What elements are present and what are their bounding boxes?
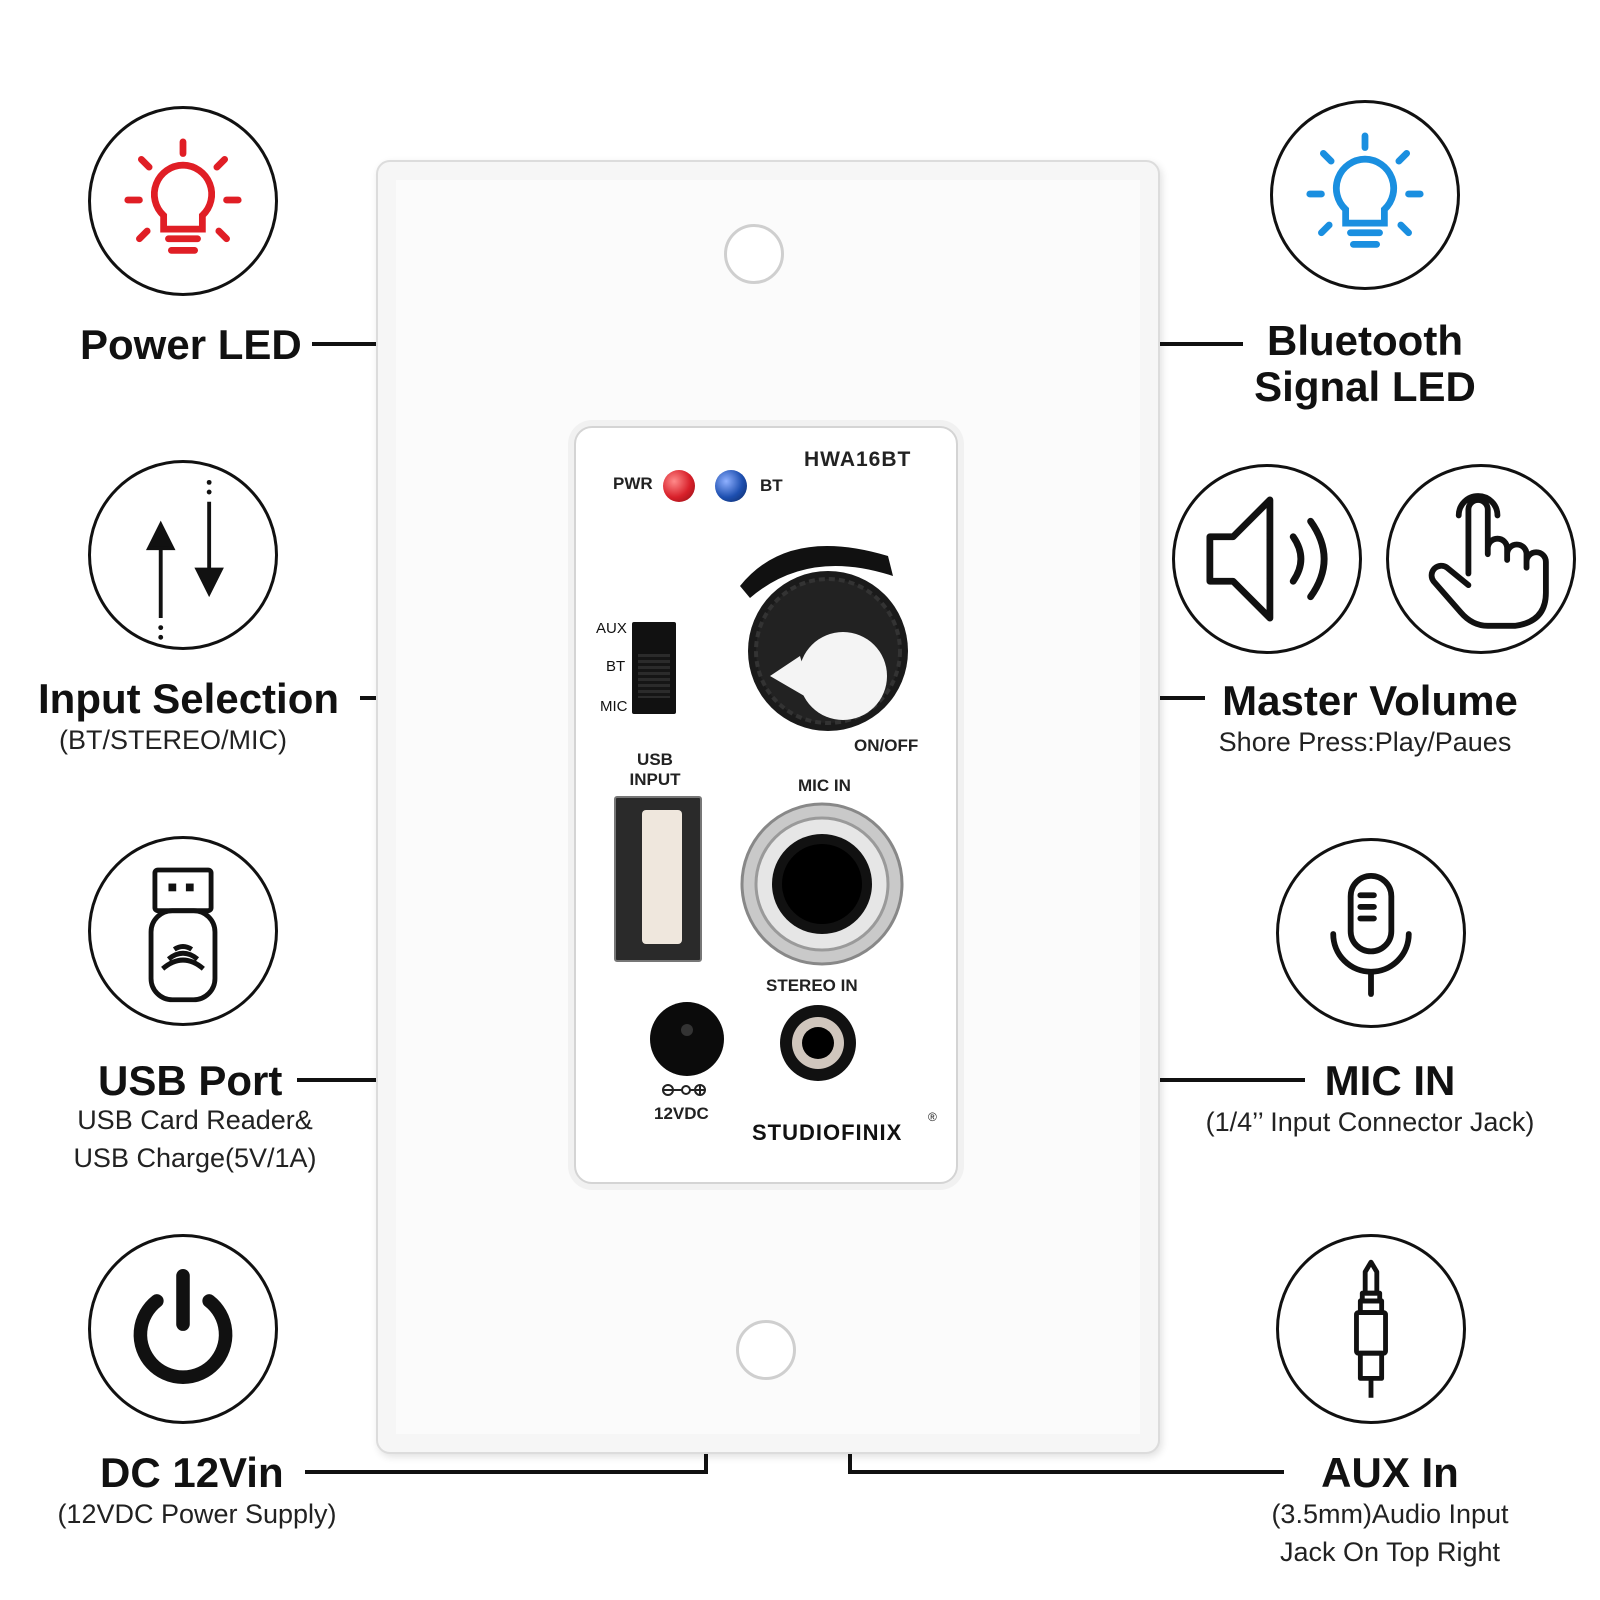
dc-in-title: DC 12Vin <box>100 1449 284 1496</box>
stereo-in-jack[interactable] <box>778 1003 858 1083</box>
knob-label: ON/OFF <box>854 736 919 755</box>
aux-in-subtitle-line2: Jack On Top Right <box>1279 1537 1501 1567</box>
blue-lightbulb-icon <box>1270 100 1460 290</box>
input-selection-subtitle: (BT/STEREO/MIC) <box>59 725 287 755</box>
bluetooth-led-title-line2: Signal LED <box>1254 363 1476 410</box>
master-volume-title: Master Volume <box>1222 677 1518 724</box>
mic-in-jack[interactable] <box>738 800 906 968</box>
usb-port-subtitle-line2: USB Charge(5V/1A) <box>73 1143 317 1173</box>
mic-in-title: MIC IN <box>1324 1057 1456 1104</box>
hand-pointer-icon <box>1386 464 1576 654</box>
switch-label-mic: MIC <box>600 698 628 715</box>
dc-power-jack[interactable] <box>648 1000 726 1078</box>
usb-label-line2: INPUT <box>629 770 681 789</box>
aux-in-title: AUX In <box>1321 1449 1459 1496</box>
registered-mark: ® <box>928 1110 937 1124</box>
mic-in-label: MIC IN <box>798 776 851 795</box>
model-number: HWA16BT <box>804 448 912 471</box>
usb-port-subtitle-line1: USB Card Reader& <box>77 1105 313 1135</box>
power-led <box>663 470 695 502</box>
bt-label: BT <box>760 476 783 495</box>
aux-in-subtitle-line1: (3.5mm)Audio Input <box>1271 1499 1509 1529</box>
switch-label-bt: BT <box>606 658 626 675</box>
usb-port[interactable] <box>614 796 702 962</box>
switch-label-aux: AUX <box>596 620 627 637</box>
pwr-label: PWR <box>613 474 653 493</box>
volume-knob[interactable] <box>728 526 928 746</box>
bluetooth-led <box>715 470 747 502</box>
usb-port-title: USB Port <box>98 1057 283 1104</box>
bluetooth-led-title-line1: Bluetooth <box>1267 317 1463 364</box>
input-selector-switch[interactable] <box>632 622 676 714</box>
master-volume-subtitle: Shore Press:Play/Paues <box>1218 727 1512 757</box>
dc-in-subtitle: (12VDC Power Supply) <box>57 1499 337 1529</box>
usb-label-line1: USB <box>637 750 673 769</box>
microphone-icon <box>1276 838 1466 1028</box>
audio-jack-icon <box>1276 1234 1466 1424</box>
dc-label: 12VDC <box>654 1104 709 1123</box>
brand-name: STUDIOFINIX <box>752 1120 903 1145</box>
dc-polarity-icon <box>662 1084 706 1096</box>
speaker-icon <box>1172 464 1362 654</box>
top-screw-hole <box>724 224 784 284</box>
red-lightbulb-icon <box>88 106 278 296</box>
bottom-screw-hole <box>736 1320 796 1380</box>
stereo-in-label: STEREO IN <box>766 976 858 995</box>
input-selection-title: Input Selection <box>38 675 340 722</box>
power-led-title: Power LED <box>80 321 302 368</box>
usb-drive-icon <box>88 836 278 1026</box>
power-icon <box>88 1234 278 1424</box>
mic-in-subtitle: (1/4’’ Input Connector Jack) <box>1205 1107 1535 1137</box>
arrows-up-down-icon <box>88 460 278 650</box>
